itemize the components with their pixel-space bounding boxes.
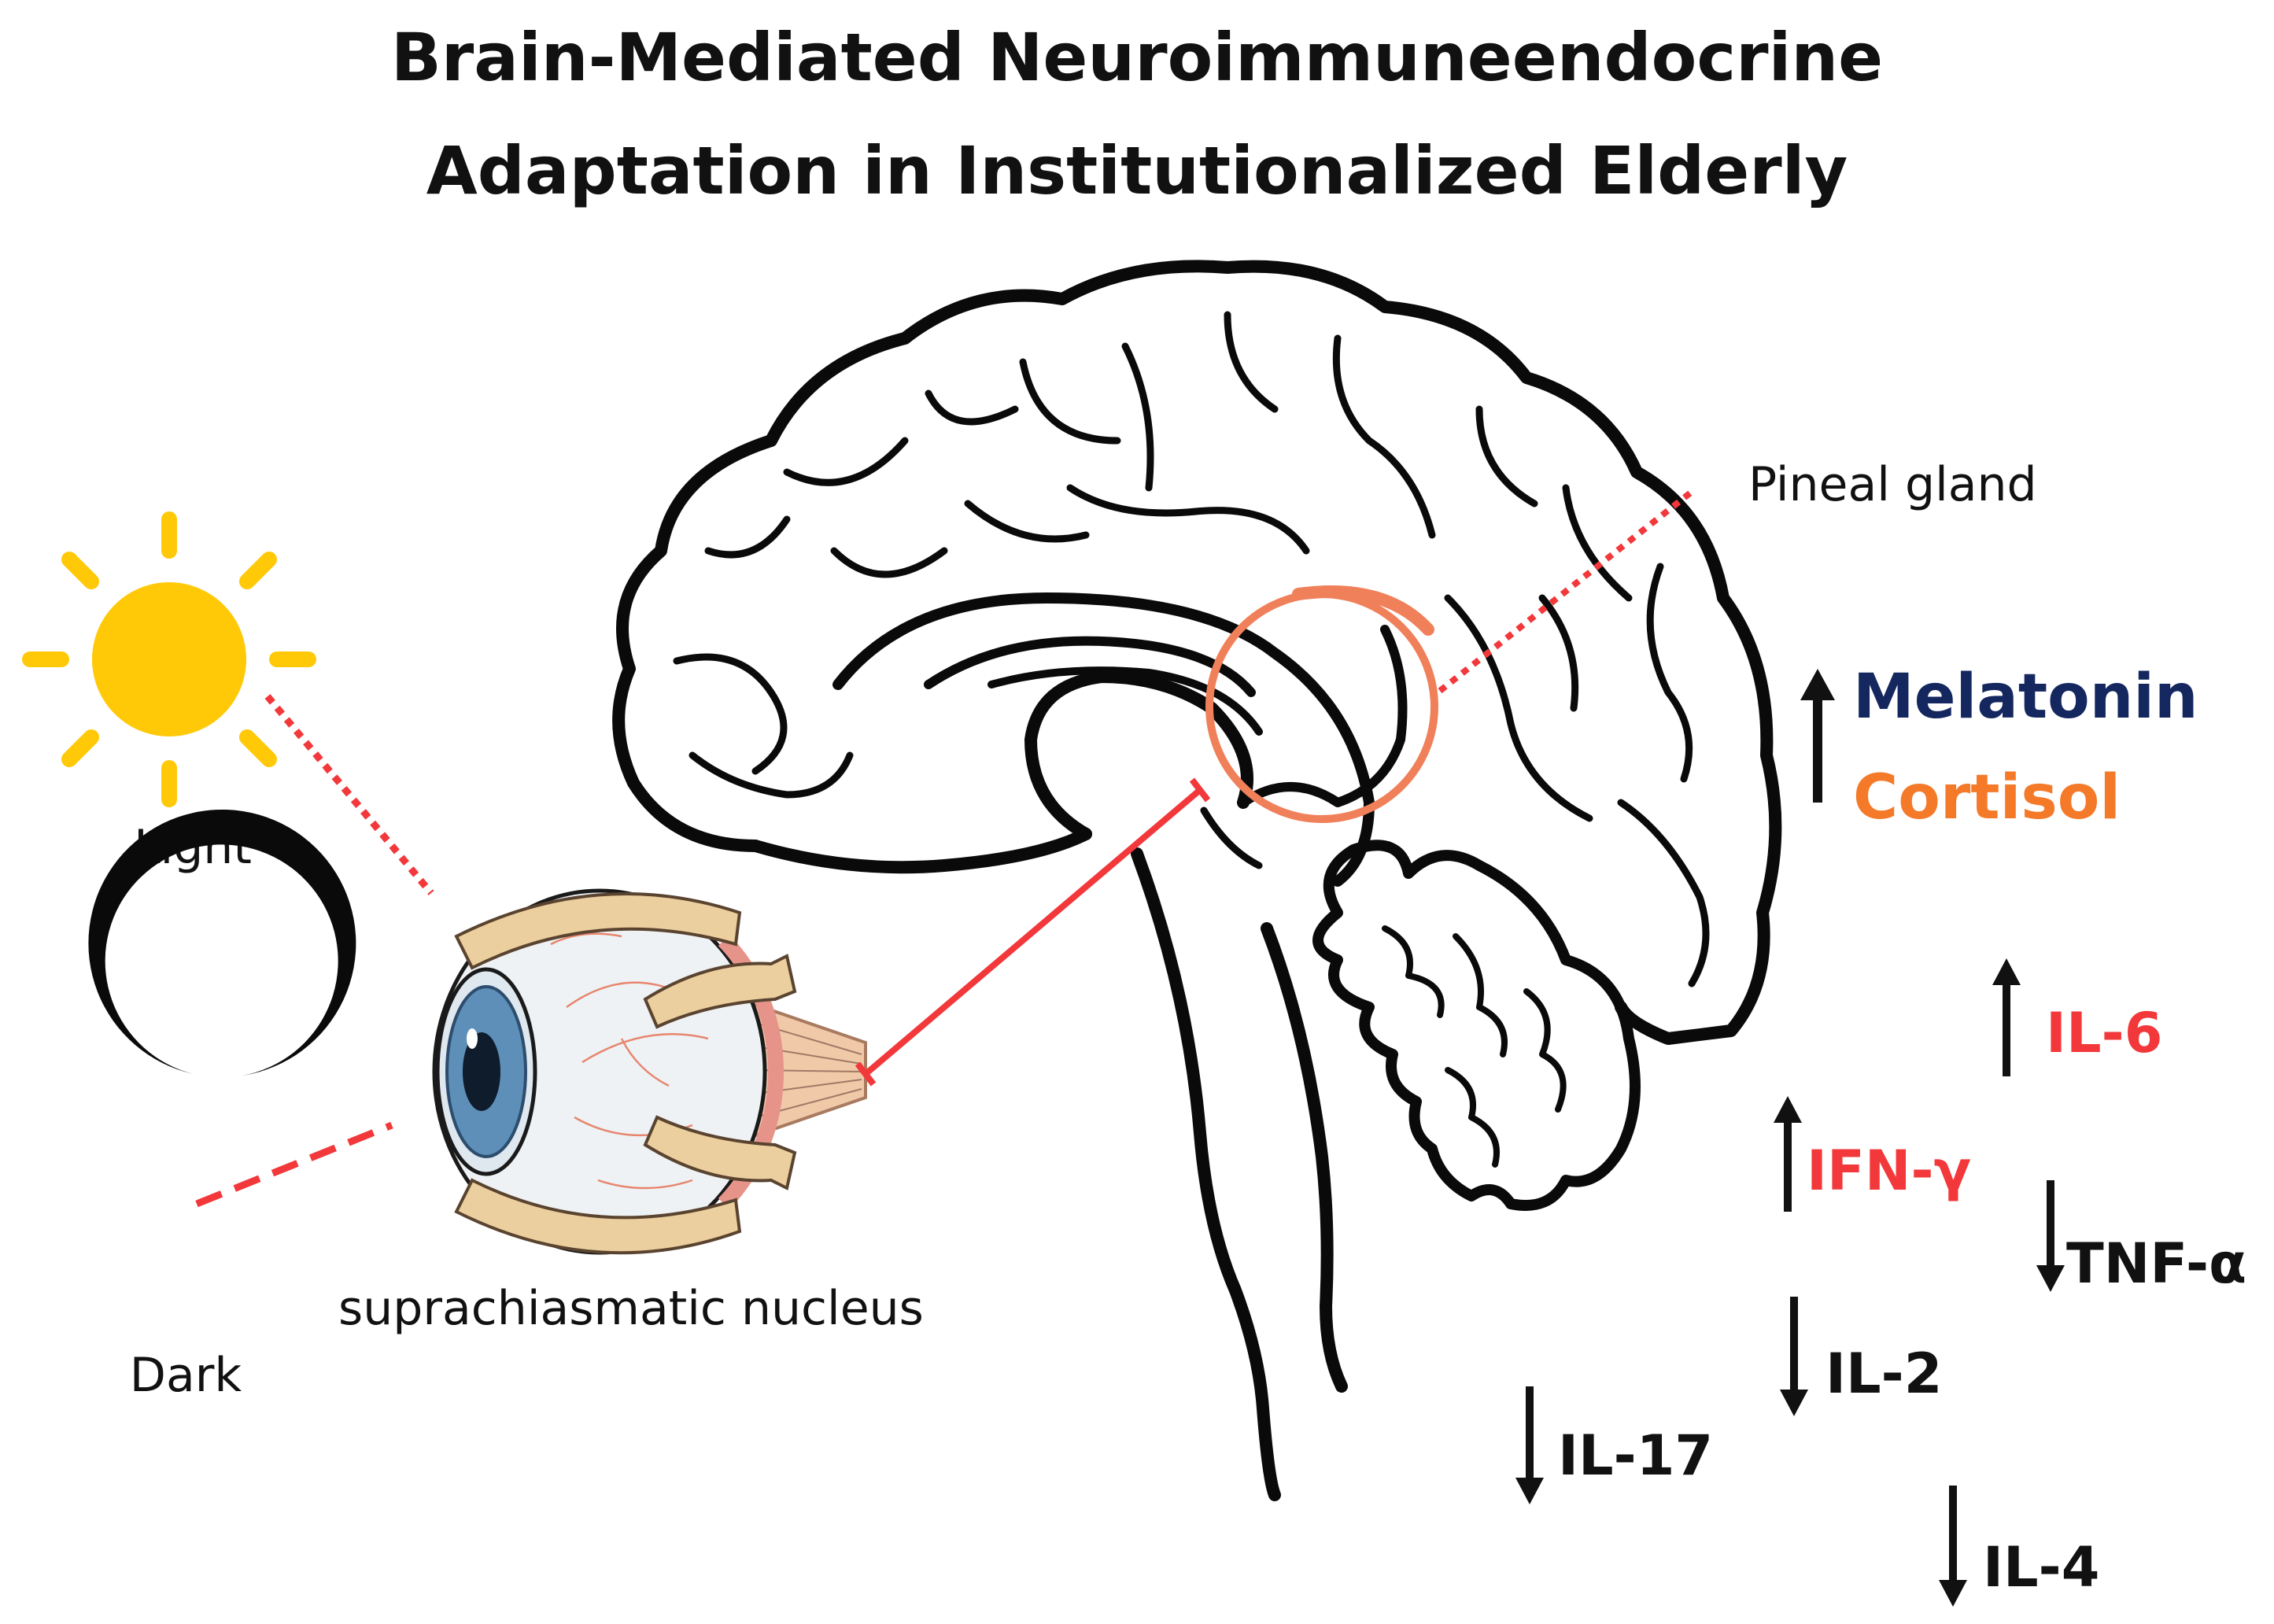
il-4-down-arrow: [1939, 1486, 1967, 1607]
il-6-label: IL-6: [2046, 1001, 2162, 1065]
tnf-alpha-label: TNF-α: [2066, 1231, 2246, 1296]
eye-illustration: [432, 888, 867, 1255]
light-dotted-connector: [264, 694, 434, 895]
il-2-down-arrow: [1780, 1297, 1808, 1416]
il-17-down-arrow: [1515, 1386, 1544, 1504]
il-17-label: IL-17: [1558, 1423, 1713, 1488]
title-line-1: Brain-Mediated Neuroimmuneendocrine: [391, 19, 1883, 96]
cortisol-label: Cortisol: [1853, 762, 2121, 833]
title-line-2: Adaptation in Institutionalized Elderly: [426, 132, 1848, 209]
scn-inhibition-line: [855, 777, 1211, 1087]
il-4-label: IL-4: [1983, 1535, 2099, 1600]
il-6-up-arrow: [1992, 958, 2021, 1076]
melatonin-label: Melatonin: [1853, 662, 2198, 733]
dark-dashed-connector: [195, 1121, 393, 1208]
dark-label: Dark: [130, 1348, 242, 1403]
pineal-label: Pineal gland: [1748, 457, 2037, 512]
ifn-gamma-label: IFN-γ: [1807, 1139, 1971, 1203]
pineal-dotted-connector: [1438, 489, 1694, 694]
scn-label: suprachiasmatic nucleus: [338, 1281, 924, 1336]
il-2-label: IL-2: [1825, 1342, 1942, 1406]
pineal-highlight-stroke: [1292, 585, 1434, 636]
ifn-gamma-up-arrow: [1774, 1096, 1802, 1212]
sun-icon: [22, 511, 316, 807]
tnf-alpha-down-arrow: [2036, 1180, 2065, 1292]
hormone-up-arrow: [1800, 669, 1835, 803]
